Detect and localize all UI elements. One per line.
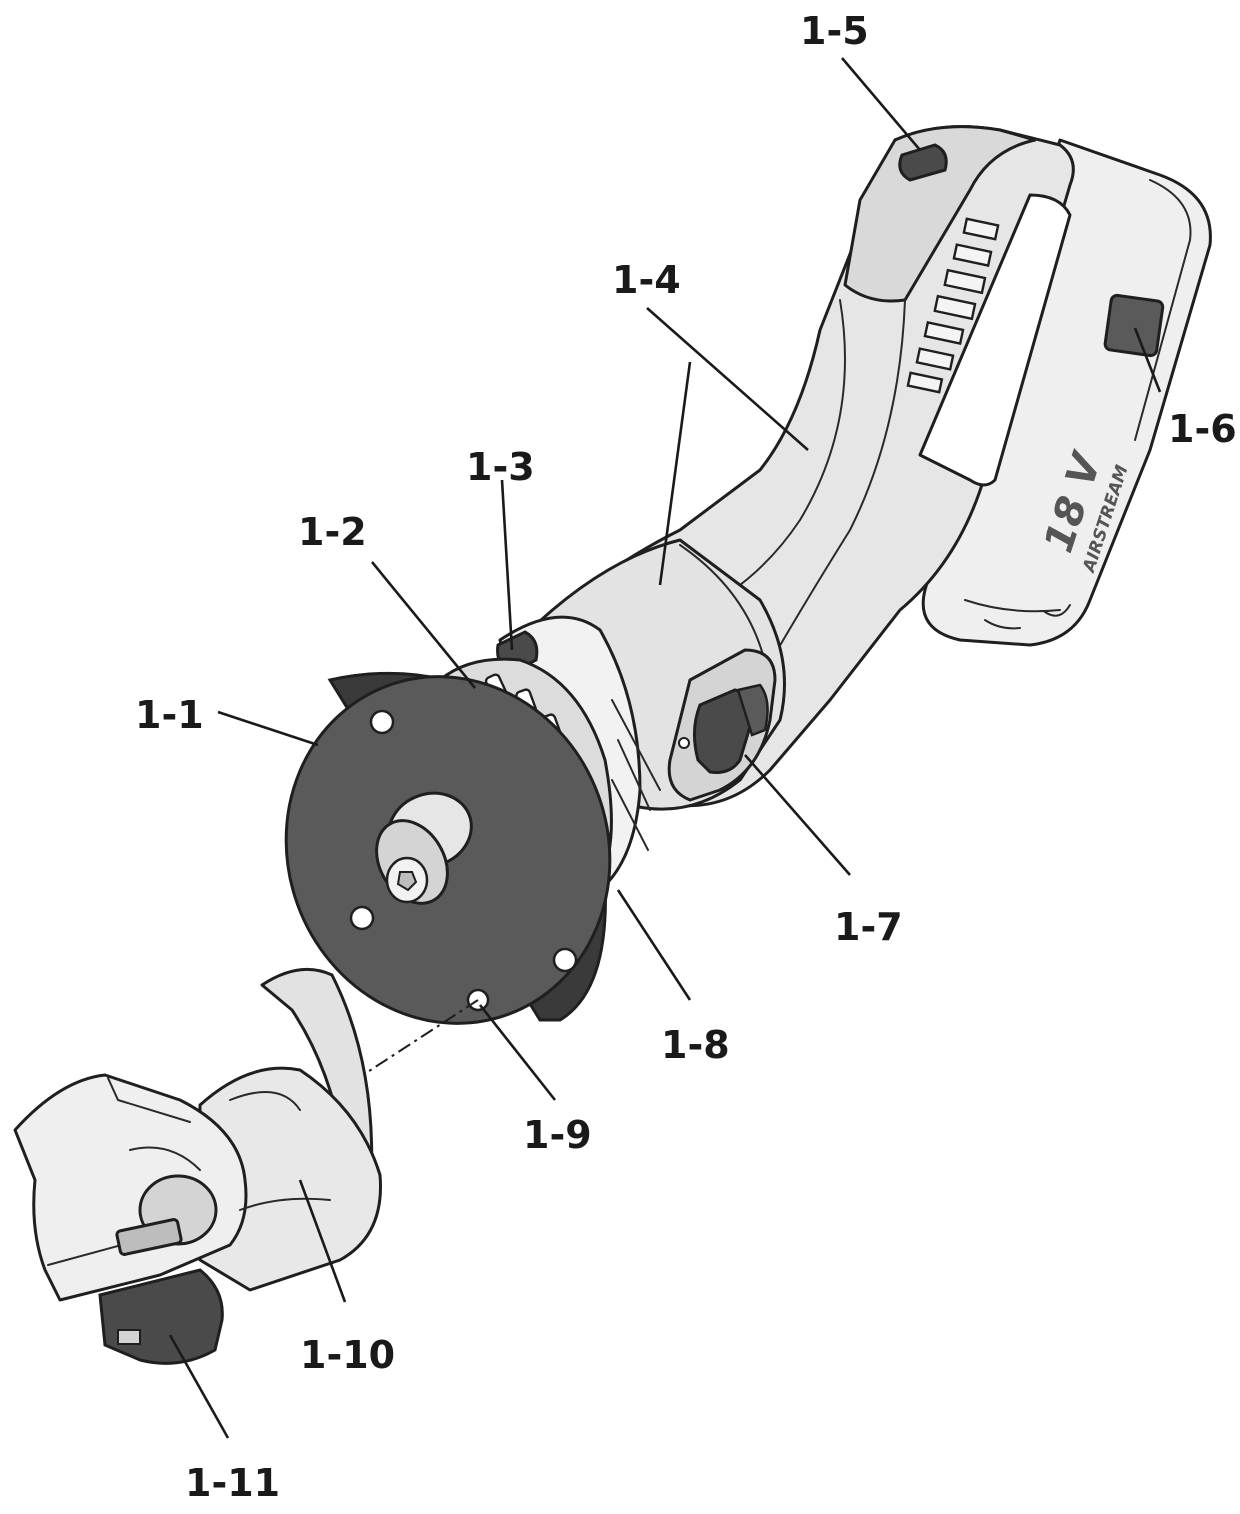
- label-1-5: 1-5: [800, 9, 869, 53]
- pad-hole: [349, 905, 375, 931]
- label-1-2: 1-2: [298, 510, 367, 554]
- label-1-10: 1-10: [300, 1333, 395, 1377]
- label-1-4: 1-4: [612, 258, 681, 302]
- leader-lines: [168, 57, 1162, 1439]
- label-1-11: 1-11: [185, 1461, 280, 1505]
- label-1-7: 1-7: [834, 905, 903, 949]
- battery-pack: 18 V AIRSTREAM: [921, 138, 1212, 647]
- pad-hole: [552, 947, 578, 973]
- pad-hole: [369, 709, 395, 735]
- label-1-6: 1-6: [1168, 407, 1237, 451]
- label-1-3: 1-3: [466, 445, 535, 489]
- callout-labels: 1-5 1-4 1-6 1-3 1-2 1-1 1-7 1-8 1-9 1-10…: [135, 9, 1237, 1505]
- deflector-attachment: [13, 967, 382, 1365]
- attachment-clip[interactable]: [115, 1218, 183, 1256]
- label-1-9: 1-9: [523, 1113, 592, 1157]
- backing-pad: [284, 671, 612, 1025]
- top-lock-switch[interactable]: [898, 143, 948, 182]
- label-1-1: 1-1: [135, 693, 204, 737]
- vent-slots: [906, 217, 1000, 394]
- label-1-8: 1-8: [661, 1023, 730, 1067]
- battery-indicator-button[interactable]: [1103, 293, 1165, 358]
